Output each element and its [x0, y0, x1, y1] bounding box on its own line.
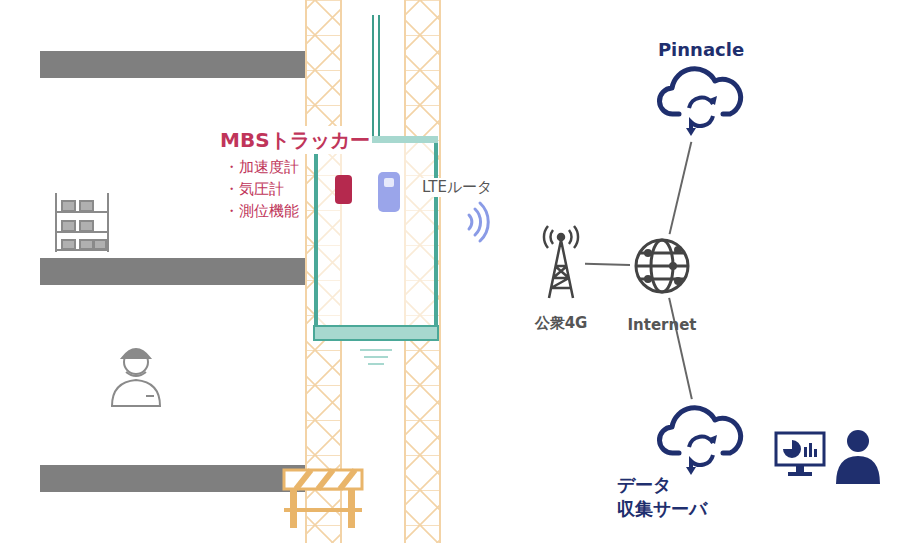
tracker-device — [335, 175, 352, 204]
cloud-icon — [655, 64, 747, 138]
cell-tower-node: 公衆4G — [541, 226, 581, 300]
shelf-icon — [56, 193, 108, 252]
feature-item: ・加速度計 — [218, 156, 301, 178]
cloud-node: データ 収集サーバ — [655, 403, 747, 477]
tracker-node: MBSトラッカー・加速度計・気圧計・測位機能 — [218, 126, 372, 222]
globe-node: Internet — [634, 238, 690, 294]
node-label: LTEルータ — [420, 178, 494, 197]
cloud-node: Pinnacle — [655, 64, 747, 138]
globe-icon — [634, 238, 690, 294]
router-icon — [378, 172, 400, 212]
hoist-cage — [314, 136, 438, 364]
barricade — [284, 470, 362, 528]
node-label: データ 収集サーバ — [617, 473, 727, 522]
node-label: 公衆4G — [535, 314, 588, 333]
router-node: LTEルータ — [378, 172, 400, 212]
feature-item: ・気圧計 — [218, 178, 286, 200]
wireless-signal — [469, 203, 488, 241]
node-label: Pinnacle — [658, 39, 744, 60]
floor-slab — [40, 51, 306, 78]
cloud-icon — [655, 403, 747, 477]
cell-tower-icon — [541, 226, 581, 300]
network-link — [669, 298, 692, 399]
floor-slab — [40, 258, 306, 285]
floor-slab — [40, 465, 306, 492]
network-link — [585, 264, 630, 265]
feature-item: ・測位機能 — [218, 200, 301, 222]
hoist-cable — [373, 15, 379, 140]
hoist-mast — [306, 0, 440, 543]
network-link — [670, 142, 692, 234]
node-label: Internet — [627, 316, 696, 334]
operator-icon — [776, 430, 880, 484]
worker-icon — [112, 349, 160, 406]
device-title: MBSトラッカー — [218, 126, 372, 154]
